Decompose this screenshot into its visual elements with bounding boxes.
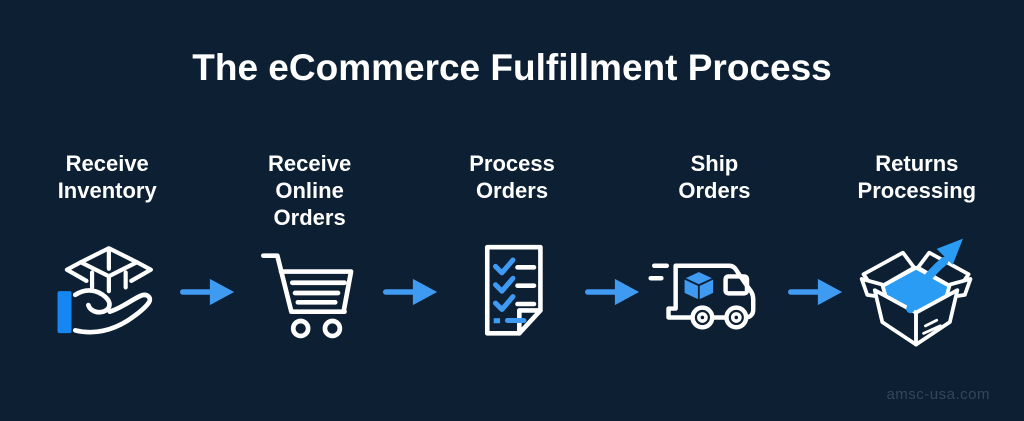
flow-arrow-icon	[787, 278, 842, 306]
step-label: Ship Orders	[678, 151, 751, 203]
step-returns-processing: Returns Processing	[844, 150, 990, 355]
step-label: Returns Processing	[857, 151, 977, 203]
step-receive-inventory: Receive Inventory	[34, 150, 180, 355]
step-ship-orders: Ship Orders	[641, 150, 787, 355]
step-receive-online-orders: Receive Online Orders	[236, 150, 382, 355]
watermark-text: amsc-usa.com	[886, 386, 990, 403]
process-flow: Receive Inventory	[0, 150, 1024, 355]
step-label: Process Orders	[469, 151, 555, 203]
step-label: Receive Online Orders	[268, 151, 352, 230]
shopping-cart-icon	[260, 252, 354, 338]
flow-arrow-icon	[585, 278, 640, 306]
flow-arrow-icon	[180, 278, 235, 306]
open-box-up-arrow-icon	[859, 238, 973, 346]
hand-holding-open-box-icon	[57, 245, 154, 334]
page-title: The eCommerce Fulfillment Process	[192, 47, 832, 88]
step-process-orders: Process Orders	[439, 150, 585, 355]
flow-arrow-icon	[382, 278, 437, 306]
step-label: Receive Inventory	[57, 151, 157, 203]
delivery-truck-icon	[648, 263, 756, 330]
checklist-document-icon	[484, 244, 543, 336]
